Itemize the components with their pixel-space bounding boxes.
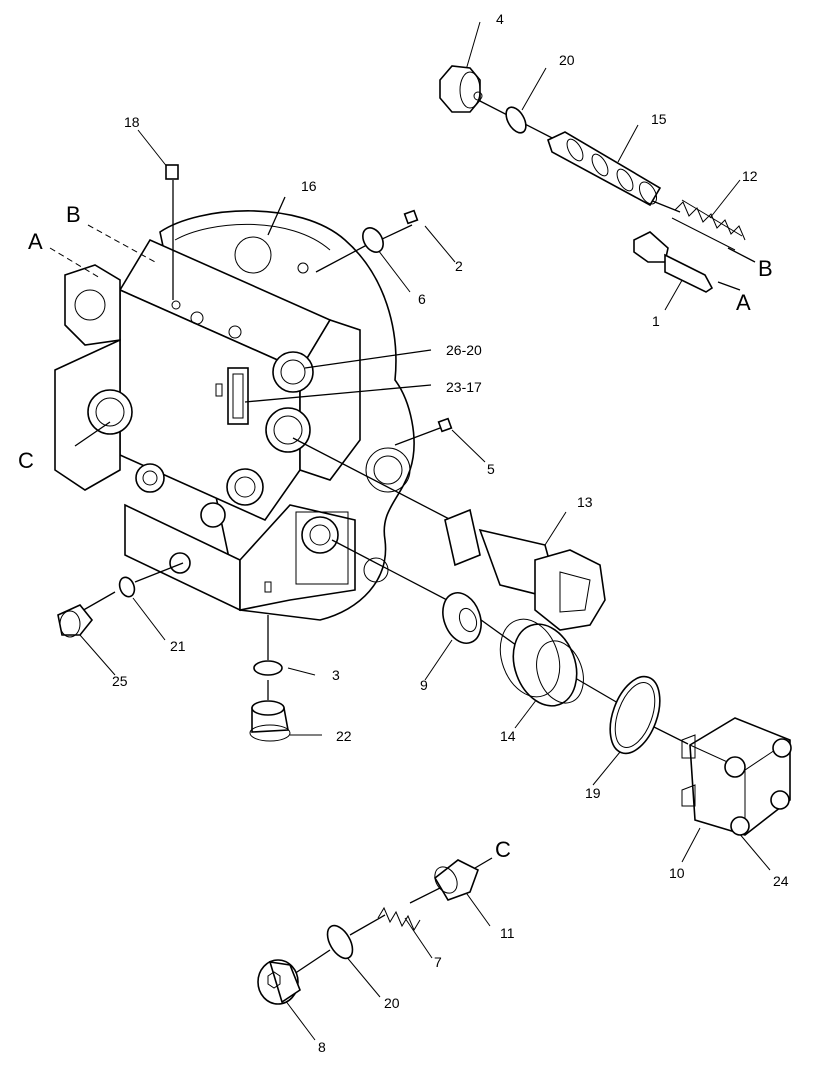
part-13-relief-valve	[444, 508, 606, 631]
callout-24: 24	[773, 873, 789, 889]
callout-13: 13	[577, 494, 593, 510]
callout-23-17: 23-17	[446, 379, 482, 395]
callout-5: 5	[487, 461, 495, 477]
letter-b-left: B	[66, 202, 81, 227]
letter-a-right: A	[736, 290, 751, 315]
callout-11: 11	[500, 925, 515, 941]
callout-14: 14	[500, 728, 516, 744]
letter-c-left: C	[18, 448, 34, 473]
callout-15: 15	[651, 111, 667, 127]
callout-8: 8	[318, 1039, 326, 1055]
part-9-seat	[442, 592, 482, 644]
part-8-plug	[257, 959, 301, 1005]
callout-10: 10	[669, 865, 685, 881]
callout-3: 3	[332, 667, 340, 683]
part-10-cover	[681, 717, 792, 836]
callout-12: 12	[742, 168, 758, 184]
part-12-spring	[671, 199, 746, 251]
callout-20-top: 20	[559, 52, 575, 68]
callout-2: 2	[455, 258, 463, 274]
callout-16: 16	[301, 178, 317, 194]
connection-letters: B A C B A C	[18, 202, 773, 862]
part-25-plug	[57, 604, 94, 638]
part-4-plug	[439, 65, 483, 113]
callout-19: 19	[585, 785, 601, 801]
callout-1: 1	[652, 313, 660, 329]
part-1-piston	[633, 231, 714, 293]
letter-a-left: A	[28, 229, 43, 254]
loose-parts	[57, 65, 792, 1005]
part-11-sleeve	[433, 859, 479, 901]
callout-20-bottom: 20	[384, 995, 400, 1011]
part-15-spool	[547, 131, 662, 207]
callout-22: 22	[336, 728, 352, 744]
valve-body	[54, 210, 415, 621]
callout-9: 9	[420, 677, 428, 693]
callout-labels: 4 20 15 12 1 18 16 2 6 26-20 23-17 5 13 …	[112, 11, 789, 1055]
part-14-piston	[499, 618, 584, 707]
callout-7: 7	[434, 954, 442, 970]
leader-lines	[49, 21, 771, 1041]
letter-b-right: B	[758, 256, 773, 281]
part-22-plug	[249, 700, 291, 742]
callout-26-20: 26-20	[446, 342, 482, 358]
callout-6: 6	[418, 291, 426, 307]
callout-21: 21	[170, 638, 186, 654]
callout-25: 25	[112, 673, 128, 689]
callout-4: 4	[496, 11, 504, 27]
part-7-spring	[377, 906, 421, 932]
letter-c-right: C	[495, 837, 511, 862]
callout-18: 18	[124, 114, 140, 130]
